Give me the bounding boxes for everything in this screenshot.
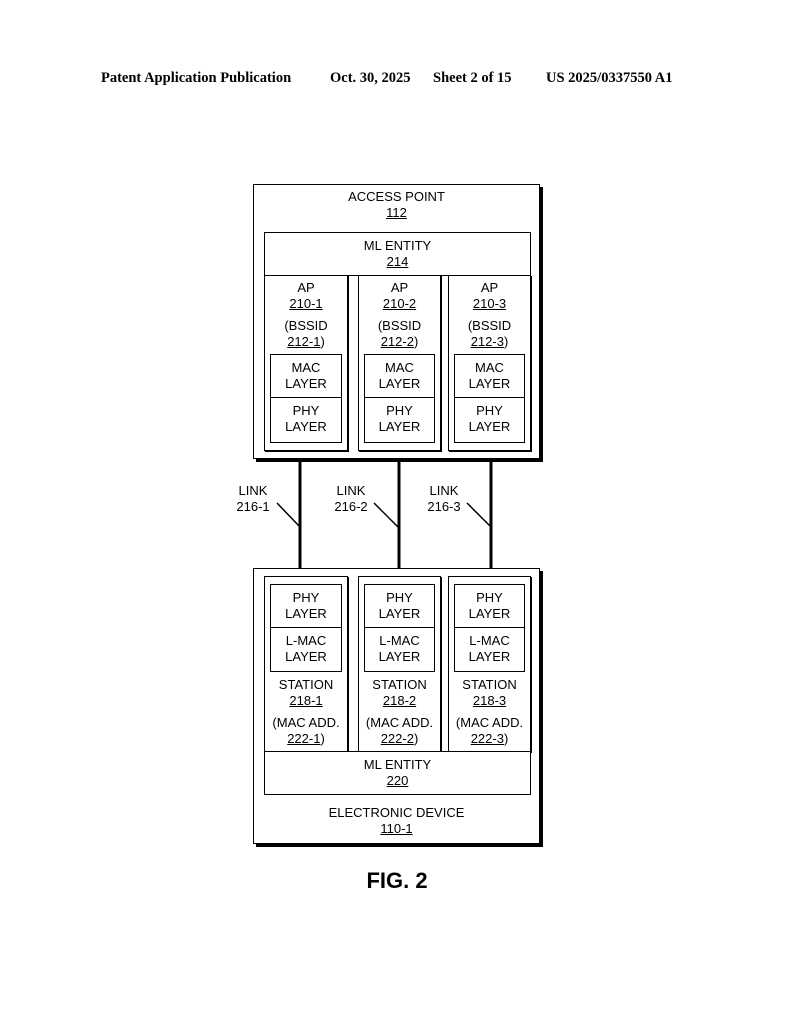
phy-label: PHY <box>292 403 320 418</box>
bssid-ref: 212-2 <box>380 334 414 349</box>
access-point-title: ACCESS POINT <box>348 189 445 204</box>
mac-address-ref: 222-1 <box>287 731 321 746</box>
header-sheet: Sheet 2 of 15 <box>433 70 512 86</box>
ml-entity-214-box: ML ENTITY 214 <box>264 232 531 276</box>
mac-label: MAC <box>291 360 321 375</box>
station-title: STATION <box>372 677 427 692</box>
phy-label: PHY <box>386 590 413 605</box>
bssid-close: ) <box>320 334 325 349</box>
link-216-1-label: LINK 216-1 <box>228 483 278 515</box>
ml-entity-220-box: ML ENTITY 220 <box>264 751 531 795</box>
ap-ref: 210-1 <box>289 296 323 311</box>
link-leader-2 <box>373 502 399 528</box>
mac-label: MAC <box>385 360 414 375</box>
ml-entity-title: ML ENTITY <box>363 757 432 772</box>
station-ref: 218-1 <box>289 693 323 708</box>
layer-label: LAYER <box>468 376 511 391</box>
ml-entity-ref: 220 <box>386 773 409 788</box>
ap-title: AP <box>480 280 499 295</box>
link-leader-1 <box>276 502 301 528</box>
phy-label: PHY <box>386 403 413 418</box>
electronic-device-ref: 110-1 <box>380 821 413 836</box>
station-ref: 218-2 <box>382 693 417 708</box>
header-patent-number: US 2025/0337550 A1 <box>546 70 673 86</box>
bssid-ref: 212-3 <box>470 334 504 349</box>
mac-label: MAC <box>475 360 504 375</box>
electronic-device-title: ELECTRONIC DEVICE <box>328 805 465 820</box>
lmac-label: L-MAC <box>285 633 327 648</box>
layer-label: LAYER <box>285 606 327 621</box>
link-title: LINK <box>336 483 366 498</box>
header-date: Oct. 30, 2025 <box>330 70 411 86</box>
layer-label: LAYER <box>285 376 327 391</box>
layer-label: LAYER <box>468 419 511 434</box>
bssid-label: (BSSID <box>377 318 422 333</box>
mac-address-label: (MAC ADD. <box>455 715 524 730</box>
layer-label: LAYER <box>378 649 421 664</box>
station-title: STATION <box>462 677 517 692</box>
link-title: LINK <box>429 483 459 498</box>
link-title: LINK <box>238 483 268 498</box>
station-title: STATION <box>278 677 334 692</box>
access-point-ref: 112 <box>386 205 407 220</box>
link-ref: 216-3 <box>427 499 461 514</box>
mac-address-label: (MAC ADD. <box>272 715 340 730</box>
link-ref: 216-2 <box>334 499 368 514</box>
layer-label: LAYER <box>285 419 327 434</box>
phy-label: PHY <box>476 590 503 605</box>
link-leader-3 <box>466 502 492 528</box>
mac-address-close: ) <box>320 731 325 746</box>
bssid-label: (BSSID <box>284 318 328 333</box>
header-publication: Patent Application Publication <box>101 70 292 86</box>
ap-ref: 210-3 <box>472 296 507 311</box>
link-216-2-label: LINK 216-2 <box>326 483 376 515</box>
bssid-close: ) <box>413 334 419 349</box>
layer-label: LAYER <box>378 419 421 434</box>
mac-address-close: ) <box>413 731 419 746</box>
layer-label: LAYER <box>285 649 327 664</box>
bssid-ref: 212-1 <box>287 334 321 349</box>
ap-title: AP <box>390 280 409 295</box>
layer-label: LAYER <box>378 606 421 621</box>
ap-ref: 210-2 <box>382 296 417 311</box>
link-216-3-label: LINK 216-3 <box>419 483 469 515</box>
link-ref: 216-1 <box>236 499 270 514</box>
ml-entity-title: ML ENTITY <box>363 238 432 253</box>
layer-label: LAYER <box>468 649 511 664</box>
lmac-label: L-MAC <box>469 633 510 648</box>
phy-label: PHY <box>476 403 503 418</box>
bssid-label: (BSSID <box>467 318 512 333</box>
phy-label: PHY <box>292 590 320 605</box>
layer-label: LAYER <box>468 606 511 621</box>
mac-address-label: (MAC ADD. <box>365 715 434 730</box>
figure-label: FIG. 2 <box>366 868 428 893</box>
lmac-label: L-MAC <box>379 633 420 648</box>
mac-address-close: ) <box>503 731 509 746</box>
mac-address-ref: 222-2 <box>380 731 414 746</box>
mac-address-ref: 222-3 <box>470 731 504 746</box>
station-ref: 218-3 <box>472 693 507 708</box>
ap-title: AP <box>297 280 315 295</box>
ml-entity-ref: 214 <box>386 254 409 269</box>
bssid-close: ) <box>503 334 509 349</box>
layer-label: LAYER <box>378 376 421 391</box>
